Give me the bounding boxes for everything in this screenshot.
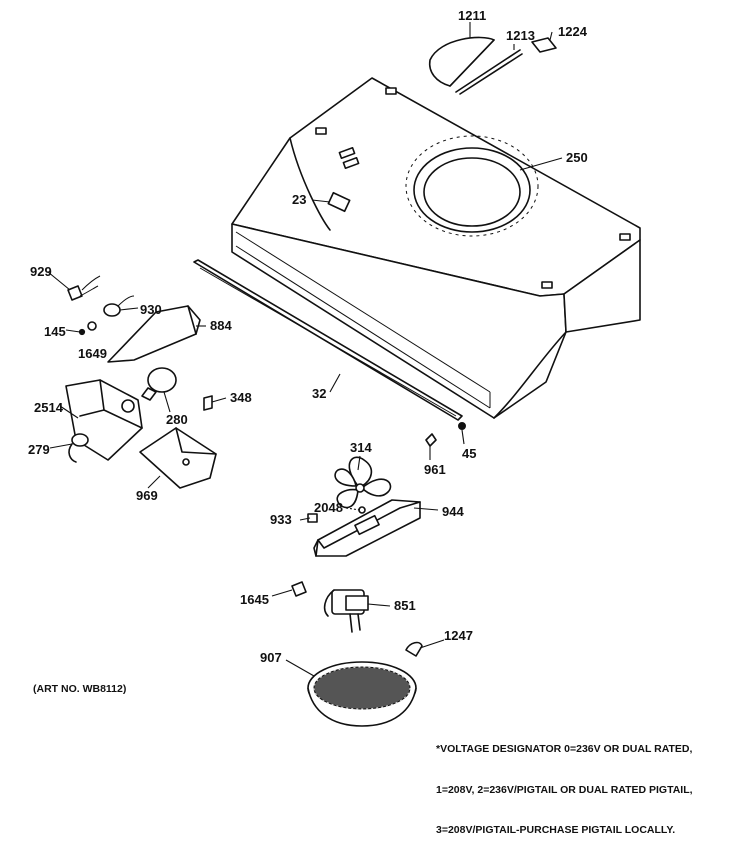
callout-969: 969 (136, 488, 158, 503)
light-shield (107, 305, 201, 363)
callout-145: 145 (44, 324, 66, 339)
screw-45 (458, 422, 466, 430)
callout-930: 930 (140, 302, 162, 317)
damper-parts (428, 36, 557, 95)
callout-280: 280 (166, 412, 188, 427)
lamp-bulb (141, 367, 177, 401)
art-number: (ART NO. WB8112) (33, 683, 127, 695)
nut-2048 (358, 506, 366, 514)
diagram-drawing: 1211 1213 1224 250 23 929 930 145 1649 8… (28, 8, 641, 727)
connector-1247 (405, 641, 423, 657)
voltage-footnote: *VOLTAGE DESIGNATOR 0=236V OR DUAL RATED… (436, 716, 748, 851)
callout-45: 45 (462, 446, 476, 461)
motor-bracket (313, 499, 421, 557)
hood-body (231, 77, 641, 419)
nut-1649 (87, 321, 97, 331)
callout-348: 348 (230, 390, 252, 405)
bracket-348 (203, 395, 213, 411)
fan-blade (334, 456, 392, 509)
clip-1645 (291, 581, 307, 597)
callout-314: 314 (350, 440, 372, 455)
leader-lines (47, 22, 563, 677)
callout-884: 884 (210, 318, 232, 333)
callout-2048: 2048 (314, 500, 343, 515)
footnote-line: 3=208V/PIGTAIL-PURCHASE PIGTAIL LOCALLY. (436, 824, 676, 836)
callout-929: 929 (30, 264, 52, 279)
motor (323, 589, 369, 633)
callout-23: 23 (292, 192, 306, 207)
callout-1224: 1224 (558, 24, 588, 39)
callout-851: 851 (394, 598, 416, 613)
exploded-parts-diagram: 1211 1213 1224 250 23 929 930 145 1649 8… (28, 8, 693, 836)
footnote-line: 1=208V, 2=236V/PIGTAIL OR DUAL RATED PIG… (436, 783, 693, 796)
callout-1213: 1213 (506, 28, 535, 43)
trim-strip (193, 259, 463, 421)
callout-1211: 1211 (458, 8, 486, 23)
knob-145 (78, 328, 86, 336)
clip-961 (425, 433, 437, 447)
callout-2514: 2514 (34, 400, 64, 415)
footnote-line: *VOLTAGE DESIGNATOR 0=236V OR DUAL RATED… (436, 743, 693, 755)
callout-944: 944 (442, 504, 464, 519)
callout-labels: 1211 1213 1224 250 23 929 930 145 1649 8… (28, 8, 588, 665)
callout-1645: 1645 (240, 592, 269, 607)
callout-907: 907 (260, 650, 282, 665)
light-housing (65, 379, 143, 461)
callout-1649: 1649 (78, 346, 107, 361)
grease-filter (307, 661, 417, 727)
callout-1247: 1247 (444, 628, 473, 643)
switch-929 (67, 275, 101, 301)
callout-279: 279 (28, 442, 50, 457)
callout-933: 933 (270, 512, 292, 527)
switch-930 (103, 295, 135, 317)
callout-961: 961 (424, 462, 446, 477)
light-lens (139, 427, 217, 489)
callout-32: 32 (312, 386, 326, 401)
lamp-socket (68, 433, 89, 463)
callout-250: 250 (566, 150, 588, 165)
